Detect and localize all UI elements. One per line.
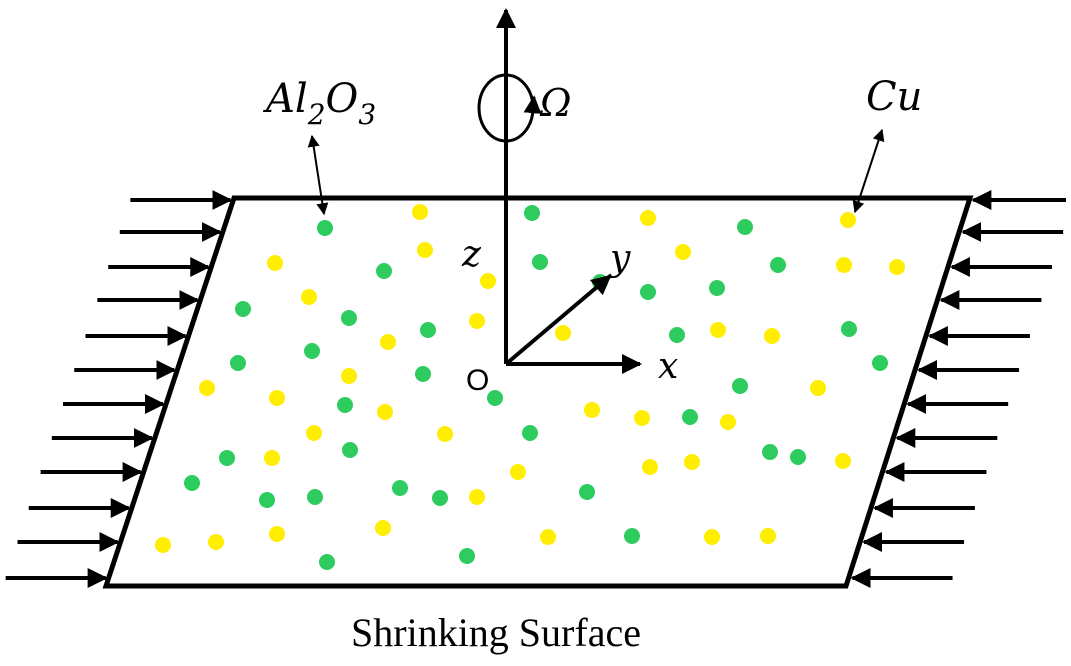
alumina-particle: [432, 490, 448, 506]
copper-particle: [840, 212, 856, 228]
alumina-particle: [841, 321, 857, 337]
z-axis-label: z: [461, 234, 482, 275]
copper-particle: [301, 289, 317, 305]
alumina-particle: [790, 449, 806, 465]
copper-particle: [710, 322, 726, 338]
copper-particle: [199, 380, 215, 396]
copper-particle: [704, 529, 720, 545]
y-axis-label: y: [608, 238, 631, 279]
left-compression-arrows: [5, 190, 233, 588]
alumina-particle: [342, 442, 358, 458]
copper-particle: [835, 453, 851, 469]
copper-particle: [810, 380, 826, 396]
alumina-particle: [317, 220, 333, 236]
copper-particle: [642, 459, 658, 475]
copper-particle: [684, 454, 700, 470]
copper-particle: [208, 534, 224, 550]
copper-particle: [437, 426, 453, 442]
copper-pointer-arrow: [852, 128, 885, 214]
alumina-particle: [640, 284, 656, 300]
alumina-particle: [737, 219, 753, 235]
copper-particle: [377, 404, 393, 420]
alumina-pointer-arrow: [307, 134, 329, 216]
alumina-particle: [624, 528, 640, 544]
alumina-particle: [522, 425, 538, 441]
copper-particle: [269, 526, 285, 542]
copper-particle: [267, 255, 283, 271]
copper-particle: [380, 334, 396, 350]
copper-particle: [480, 273, 496, 289]
copper-particle: [155, 537, 171, 553]
alumina-particle: [669, 327, 685, 343]
copper-particle: [640, 210, 656, 226]
alumina-particle: [259, 492, 275, 508]
copper-particle: [269, 390, 285, 406]
surface-sheet: [102, 195, 974, 589]
copper-particle: [469, 313, 485, 329]
copper-particle: [889, 259, 905, 275]
alumina-particle: [304, 343, 320, 359]
alumina-particle: [307, 489, 323, 505]
copper-particle: [634, 410, 650, 426]
alumina-particle: [459, 548, 475, 564]
alumina-particle: [524, 205, 540, 221]
alumina-particle: [319, 554, 335, 570]
copper-particle: [375, 520, 391, 536]
y-axis-line: [504, 274, 612, 366]
copper-particle: [836, 257, 852, 273]
alumina-particle: [415, 366, 431, 382]
copper-particle: [764, 328, 780, 344]
copper-particle: [417, 242, 433, 258]
copper-particle: [306, 425, 322, 441]
alumina-particle: [732, 378, 748, 394]
copper-particle: [469, 489, 485, 505]
alumina-particle: [235, 301, 251, 317]
alumina-particle: [219, 450, 235, 466]
copper-particle: [540, 529, 556, 545]
x-axis-label: x: [658, 346, 678, 387]
alumina-particle: [709, 280, 725, 296]
alumina-particle: [230, 355, 246, 371]
alumina-particle: [420, 322, 436, 338]
copper-particle: [584, 402, 600, 418]
caption: Shrinking Surface: [351, 610, 641, 655]
rotation-loop-icon: [477, 73, 542, 143]
alumina-particle: [770, 257, 786, 273]
alumina-particle: [487, 390, 503, 406]
copper-particle: [341, 368, 357, 384]
copper-particle: [510, 464, 526, 480]
right-compression-arrows: [850, 190, 1066, 588]
alumina-label: Al2O3: [262, 76, 376, 131]
nanoparticles: [155, 204, 905, 570]
alumina-particle: [532, 254, 548, 270]
alumina-particle: [376, 263, 392, 279]
copper-particle: [720, 414, 736, 430]
alumina-particle: [184, 475, 200, 491]
alumina-particle: [762, 444, 778, 460]
copper-label: Cu: [866, 74, 922, 120]
alumina-particle: [579, 484, 595, 500]
copper-particle: [412, 204, 428, 220]
alumina-particle: [341, 310, 357, 326]
alumina-particle: [392, 480, 408, 496]
copper-particle: [760, 528, 776, 544]
copper-particle: [555, 325, 571, 341]
omega-label: Ω: [539, 81, 572, 125]
copper-particle: [675, 244, 691, 260]
alumina-particle: [337, 397, 353, 413]
origin-label: O: [466, 364, 489, 397]
alumina-particle: [872, 355, 888, 371]
copper-particle: [264, 450, 280, 466]
alumina-particle: [682, 409, 698, 425]
